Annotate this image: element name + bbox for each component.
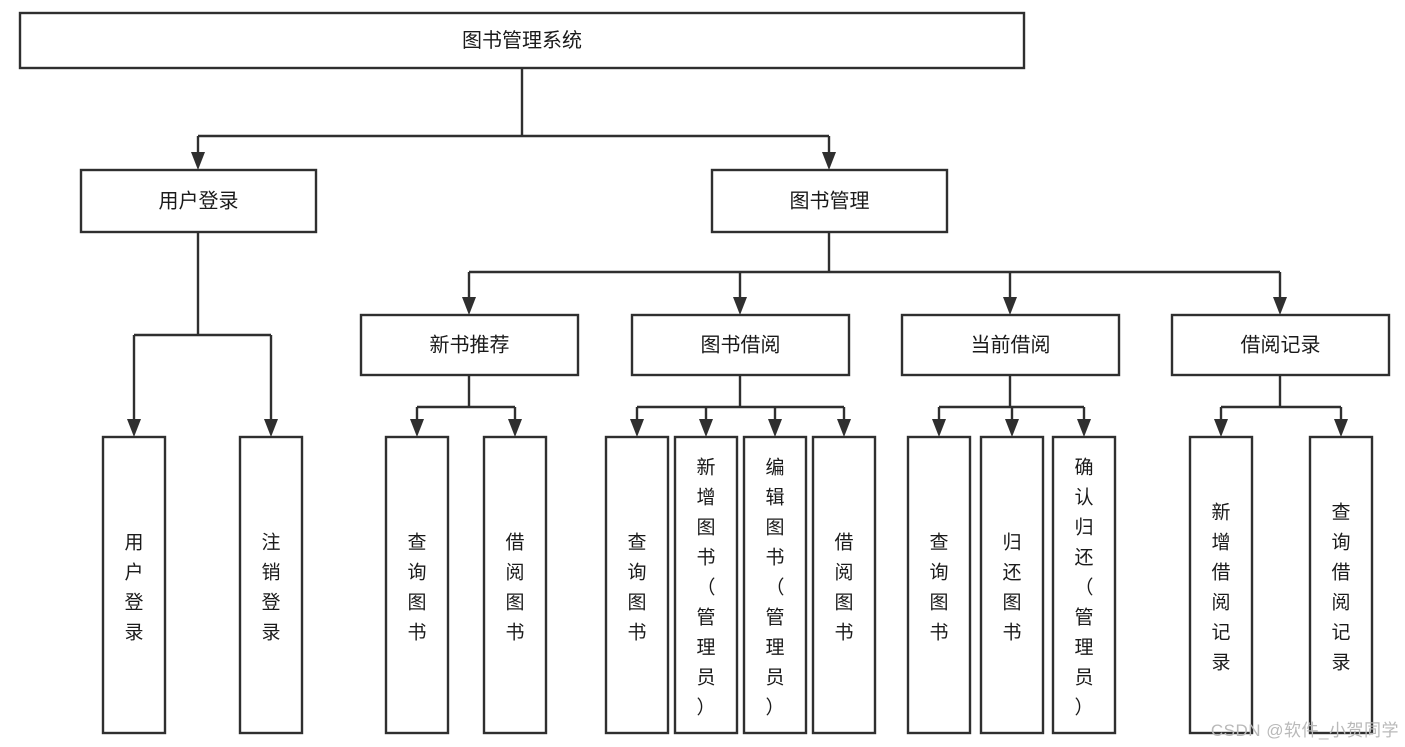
node-leaf-11[interactable]: 新增借阅记录 (1188, 435, 1254, 735)
connector-userlogin-to-leaves (132, 232, 273, 420)
connector-bookmgmt-to-level3 (467, 232, 1282, 298)
arrow-head-icon (932, 419, 946, 437)
node-label: 编辑图书（管理员） (765, 456, 784, 718)
arrow-head-icon (630, 419, 644, 437)
node-label: 用户登录 (124, 532, 143, 643)
node-leaf-2[interactable]: 查询图书 (384, 435, 450, 735)
node-label: 用户登录 (159, 189, 239, 212)
node-box (604, 435, 670, 735)
node-box (630, 313, 851, 377)
node-leaf-9[interactable]: 归还图书 (979, 435, 1045, 735)
arrow-head-icon (462, 297, 476, 315)
node-label: 注销登录 (261, 531, 280, 643)
node-box (1308, 435, 1374, 735)
node-box (1188, 435, 1254, 735)
arrow-head-icon (1334, 419, 1348, 437)
node-box (900, 313, 1121, 377)
arrow-head-icon (1077, 419, 1091, 437)
node-box (979, 435, 1045, 735)
arrow-head-icon (822, 152, 836, 170)
node-box (359, 313, 580, 377)
arrow-head-icon (191, 152, 205, 170)
node-label: 图书管理 (790, 189, 870, 212)
node-leaf-8[interactable]: 查询图书 (906, 435, 972, 735)
node-box (384, 435, 450, 735)
node-box (811, 435, 877, 735)
node-label: 查询借阅记录 (1331, 501, 1350, 673)
node-leaf-12[interactable]: 查询借阅记录 (1308, 435, 1374, 735)
node-root-图书管理系统[interactable]: 图书管理系统 (18, 11, 1026, 70)
arrow-head-icon (508, 419, 522, 437)
node-level2-0[interactable]: 用户登录 (79, 168, 318, 234)
node-label: 图书借阅 (701, 333, 781, 356)
node-level2-1[interactable]: 图书管理 (710, 168, 949, 234)
node-label: 当前借阅 (971, 333, 1051, 356)
node-label: 新增借阅记录 (1211, 501, 1230, 673)
node-box (906, 435, 972, 735)
node-label: 确认归还（管理员） (1074, 456, 1093, 718)
node-leaf-6[interactable]: 编辑图书（管理员） (742, 435, 808, 735)
arrow-head-icon (1003, 297, 1017, 315)
node-box (1051, 435, 1117, 735)
connector-borrow-to-leaves (635, 375, 846, 420)
arrow-head-icon (127, 419, 141, 437)
node-box (79, 168, 318, 234)
connector-layer (127, 68, 1348, 437)
node-label: 归还图书 (1002, 531, 1021, 643)
arrow-head-icon (768, 419, 782, 437)
node-label: 查询图书 (627, 531, 646, 643)
arrow-head-icon (733, 297, 747, 315)
arrow-head-icon (699, 419, 713, 437)
node-label: 查询图书 (407, 531, 426, 643)
arrow-head-icon (1214, 419, 1228, 437)
node-box (101, 435, 167, 735)
connector-newbook-to-leaves (415, 375, 517, 420)
node-level3-2[interactable]: 当前借阅 (900, 313, 1121, 377)
node-label: 新书推荐 (430, 333, 510, 356)
connector-current-to-leaves (937, 375, 1086, 420)
node-level3-3[interactable]: 借阅记录 (1170, 313, 1391, 377)
node-box (238, 435, 304, 735)
node-box (710, 168, 949, 234)
node-box (742, 435, 808, 735)
node-label: 查询图书 (929, 531, 948, 643)
connector-record-to-leaves (1219, 375, 1343, 420)
node-leaf-0[interactable]: 用户登录 (101, 435, 167, 735)
node-leaf-4[interactable]: 查询图书 (604, 435, 670, 735)
node-label: 新增图书（管理员） (696, 456, 715, 718)
node-box (482, 435, 548, 735)
arrow-head-icon (1005, 419, 1019, 437)
node-label: 图书管理系统 (462, 29, 582, 52)
node-layer: 图书管理系统用户登录图书管理新书推荐图书借阅当前借阅借阅记录用户登录注销登录查询… (18, 11, 1391, 735)
node-label: 借阅图书 (834, 531, 853, 643)
node-level3-0[interactable]: 新书推荐 (359, 313, 580, 377)
node-box (1170, 313, 1391, 377)
arrow-head-icon (1273, 297, 1287, 315)
node-leaf-7[interactable]: 借阅图书 (811, 435, 877, 735)
node-label: 借阅图书 (505, 531, 524, 643)
connector-root-to-level2 (196, 68, 831, 153)
node-leaf-10[interactable]: 确认归还（管理员） (1051, 435, 1117, 735)
arrow-head-icon (410, 419, 424, 437)
node-box (18, 11, 1026, 70)
node-label: 借阅记录 (1241, 333, 1321, 356)
node-box (673, 435, 739, 735)
arrow-head-icon (837, 419, 851, 437)
node-leaf-3[interactable]: 借阅图书 (482, 435, 548, 735)
arrow-head-icon (264, 419, 278, 437)
node-leaf-5[interactable]: 新增图书（管理员） (673, 435, 739, 735)
node-leaf-1[interactable]: 注销登录 (238, 435, 304, 735)
node-level3-1[interactable]: 图书借阅 (630, 313, 851, 377)
